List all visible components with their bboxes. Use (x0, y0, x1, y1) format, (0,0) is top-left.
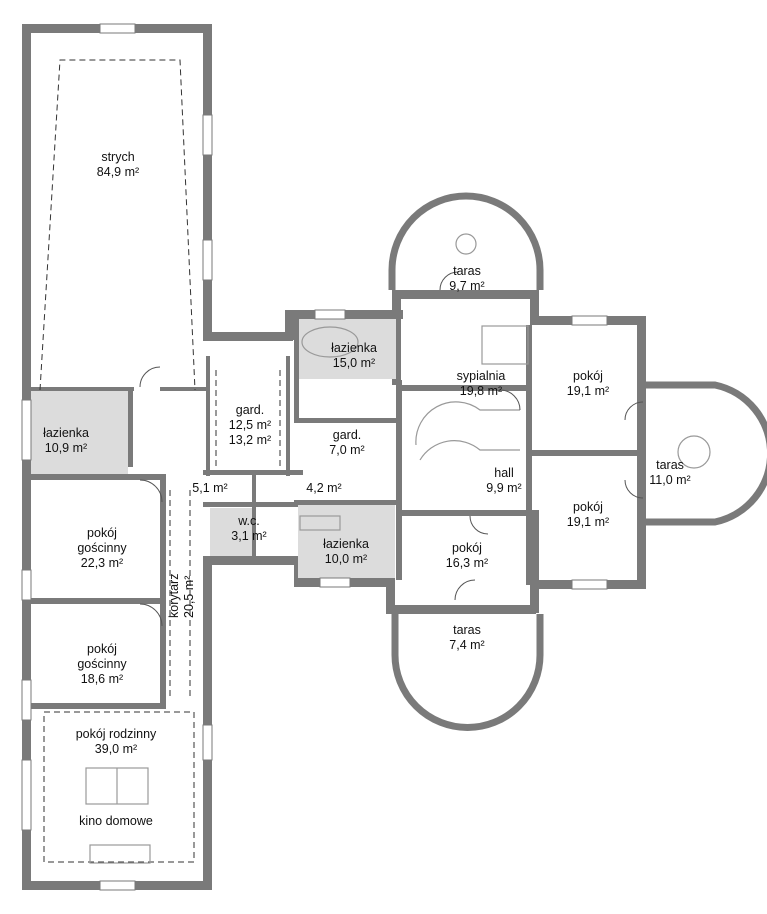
furniture (85, 233, 711, 864)
room-label-pokoj-mid: pokój 16,3 m² (446, 541, 488, 571)
room-name: pokój gościnny (77, 642, 127, 671)
room-label-gard-left: gard. 12,5 m² 13,2 m² (229, 403, 271, 448)
room-label-wc: w.c. 3,1 m² (231, 514, 266, 544)
room-label-small-42: 4,2 m² (306, 481, 341, 496)
room-name: korytarz (167, 573, 181, 618)
doors (139, 271, 644, 627)
room-name: pokój (573, 369, 603, 383)
room-name: łazienka (323, 537, 369, 551)
room-name: w.c. (238, 514, 260, 528)
room-label-korytarz: korytarz (167, 574, 181, 618)
room-label-sypialnia: sypialnia 19,8 m² (457, 369, 506, 399)
room-area: 4,2 m² (306, 481, 342, 495)
room-area: 20,5 m² (182, 575, 196, 618)
room-label-taras-right: taras 11,0 m² (649, 458, 690, 488)
room-name: gard. (235, 403, 265, 417)
room-label-pokoj-goscinny-2: pokój gościnny 18,6 m² (77, 627, 126, 702)
room-area: 19,1 m² (566, 384, 610, 398)
room-name: łazienka (43, 426, 89, 440)
room-area: 39,0 m² (94, 742, 138, 756)
room-area: 15,0 m² (332, 356, 376, 370)
room-name: gard. (332, 428, 362, 442)
room-label-taras-top: taras 9,7 m² (449, 264, 484, 294)
room-name: pokój gościnny (77, 526, 127, 555)
room-area: 22,3 m² (80, 556, 124, 570)
room-name: hall (494, 466, 514, 480)
room-area: 10,9 m² (44, 441, 88, 455)
room-label-taras-bottom: taras 7,4 m² (449, 623, 484, 653)
windows (21, 23, 608, 891)
room-label-small-51: 5,1 m² (192, 481, 227, 496)
room-area: 11,0 m² (649, 473, 691, 487)
room-area: 16,3 m² (445, 556, 489, 570)
room-area: 9,7 m² (449, 279, 485, 293)
room-label-kino: kino domowe (79, 814, 153, 829)
room-name: pokój (452, 541, 482, 555)
dashed-lines (39, 59, 281, 863)
room-label-pokoj-r2: pokój 19,1 m² (567, 500, 609, 530)
room-label-pokoj-r1: pokój 19,1 m² (567, 369, 609, 399)
room-name: kino domowe (79, 814, 153, 828)
room-area: 10,0 m² (324, 552, 368, 566)
room-name: taras (453, 264, 481, 278)
tiled-floors (31, 319, 396, 578)
room-name: pokój rodzinny (75, 727, 157, 741)
room-area: 7,0 m² (329, 443, 365, 457)
room-name: strych (101, 150, 135, 164)
room-name: łazienka (331, 341, 377, 355)
room-area-korytarz: 20,5 m² (182, 576, 196, 618)
room-name: taras (453, 623, 481, 637)
room-area: 18,6 m² (80, 672, 124, 686)
room-label-strych: strych 84,9 m² (97, 150, 139, 180)
room-label-pokoj-rodzinny: pokój rodzinny 39,0 m² (76, 727, 157, 757)
room-label-hall: hall 9,9 m² (486, 466, 521, 496)
room-area: 7,4 m² (449, 638, 485, 652)
room-area: 5,1 m² (192, 481, 228, 495)
terraces (388, 192, 767, 731)
room-area: 19,8 m² (459, 384, 503, 398)
room-area: 9,9 m² (486, 481, 522, 495)
room-label-lazienka-mid: łazienka 10,0 m² (323, 537, 369, 567)
room-area-2: 13,2 m² (228, 433, 272, 447)
room-label-lazienka-top: łazienka 15,0 m² (331, 341, 377, 371)
room-name: taras (656, 458, 684, 472)
room-area: 19,1 m² (566, 515, 610, 529)
room-area-1: 12,5 m² (228, 418, 272, 432)
room-label-lazienka-left: łazienka 10,9 m² (43, 426, 89, 456)
room-label-gard-mid: gard. 7,0 m² (329, 428, 364, 458)
room-area: 3,1 m² (231, 529, 267, 543)
room-area: 84,9 m² (96, 165, 140, 179)
room-name: sypialnia (456, 369, 506, 383)
room-label-pokoj-goscinny-1: pokój gościnny 22,3 m² (77, 511, 126, 586)
room-name: pokój (573, 500, 603, 514)
